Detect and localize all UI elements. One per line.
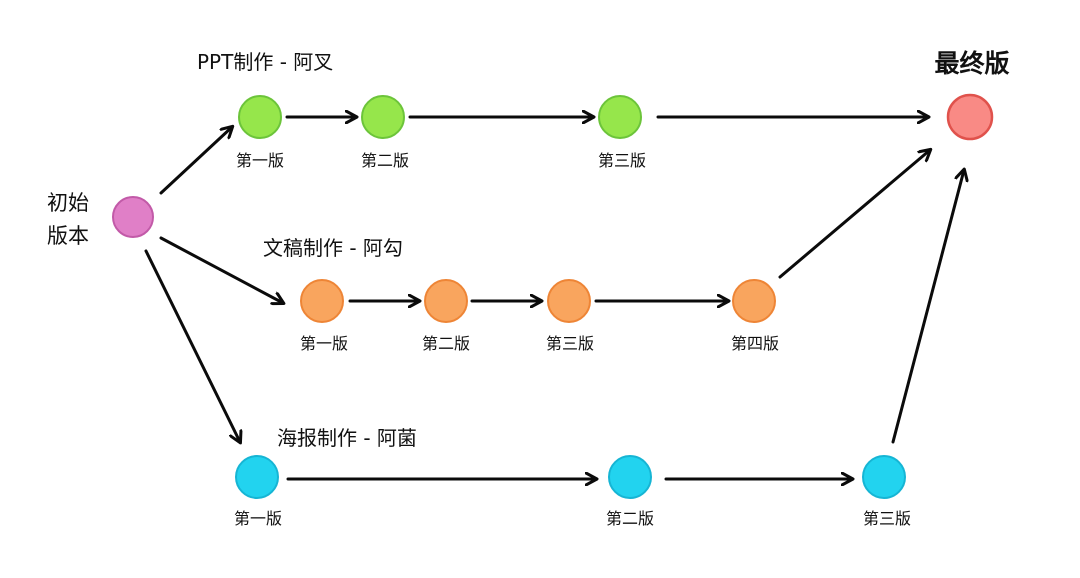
final-title: 最终版 <box>934 49 1009 78</box>
edge-poster-v3-final <box>891 170 964 444</box>
final-node <box>946 93 994 141</box>
edges <box>144 117 964 479</box>
ppt-version-2-label: 第二版 <box>361 151 409 170</box>
doc-version-3-label: 第三版 <box>546 334 594 353</box>
doc-version-4-label: 第四版 <box>731 334 779 353</box>
track-poster: 海报制作 - 阿菌 第一版 第二版 第三版 <box>234 426 911 528</box>
poster-version-3-label: 第三版 <box>863 509 911 528</box>
track-document: 文稿制作 - 阿勾 第一版 第二版 第三版 第四版 <box>263 236 779 353</box>
doc-version-3-node <box>547 279 591 323</box>
start-label-line2: 版本 <box>47 224 89 248</box>
ppt-version-1-label: 第一版 <box>236 151 284 170</box>
edge-start-to-ppt-v1 <box>159 127 232 195</box>
poster-version-1-label: 第一版 <box>234 509 282 528</box>
ppt-version-1-node <box>238 95 282 139</box>
ppt-version-2-node <box>361 95 405 139</box>
track-ppt: PPT制作 - 阿叉 第一版 第二版 第三版 <box>197 50 646 170</box>
poster-version-1-node <box>235 455 279 499</box>
doc-version-2-label: 第二版 <box>422 334 470 353</box>
doc-version-4-node <box>732 279 776 323</box>
ppt-version-3-node <box>598 95 642 139</box>
edge-start-to-doc-v1 <box>159 236 283 303</box>
start-label-line1: 初始 <box>47 191 89 215</box>
edge-start-to-poster-v1 <box>144 249 240 442</box>
poster-version-3-node <box>862 455 906 499</box>
track-title-ppt: PPT制作 - 阿叉 <box>197 50 333 74</box>
start-node <box>112 196 154 238</box>
edge-doc-v4-final <box>778 150 930 279</box>
poster-version-2-label: 第二版 <box>606 509 654 528</box>
doc-version-1-label: 第一版 <box>300 334 348 353</box>
doc-version-2-node <box>424 279 468 323</box>
final-node-group: 最终版 <box>934 49 1010 141</box>
ppt-version-3-label: 第三版 <box>598 151 646 170</box>
start-node-group: 初始 版本 <box>47 191 154 248</box>
doc-version-1-node <box>300 279 344 323</box>
track-title-poster: 海报制作 - 阿菌 <box>277 426 417 450</box>
poster-version-2-node <box>608 455 652 499</box>
track-title-document: 文稿制作 - 阿勾 <box>263 236 403 260</box>
